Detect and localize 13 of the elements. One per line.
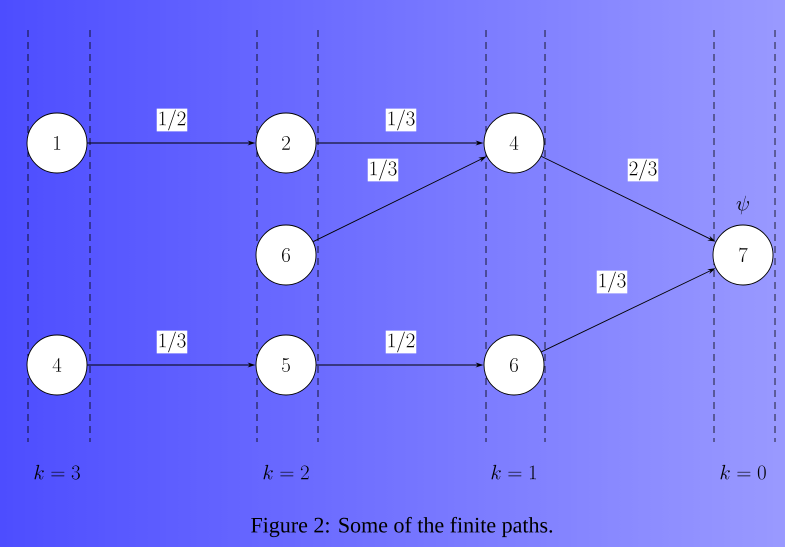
- edge-label: $1/2$: [156, 108, 188, 132]
- edge-label: $1/3$: [156, 330, 188, 354]
- edge-label: $2/3$: [628, 158, 658, 182]
- edge-label: $1/3$: [368, 158, 398, 182]
- stage-label: $k=3$: [34, 464, 80, 480]
- edge-label: $1/3$: [386, 108, 416, 132]
- stage-label: $k=2$: [264, 464, 309, 480]
- state-label: $\psi$: [736, 196, 749, 214]
- figure-caption: Figure 2: Some of the finite paths.: [251, 516, 552, 538]
- stage-label: $k=1$: [492, 464, 536, 480]
- edge-label: $1/3$: [596, 270, 628, 294]
- stage-label: $k=0$: [720, 464, 766, 480]
- edge-label: $1/2$: [386, 330, 416, 354]
